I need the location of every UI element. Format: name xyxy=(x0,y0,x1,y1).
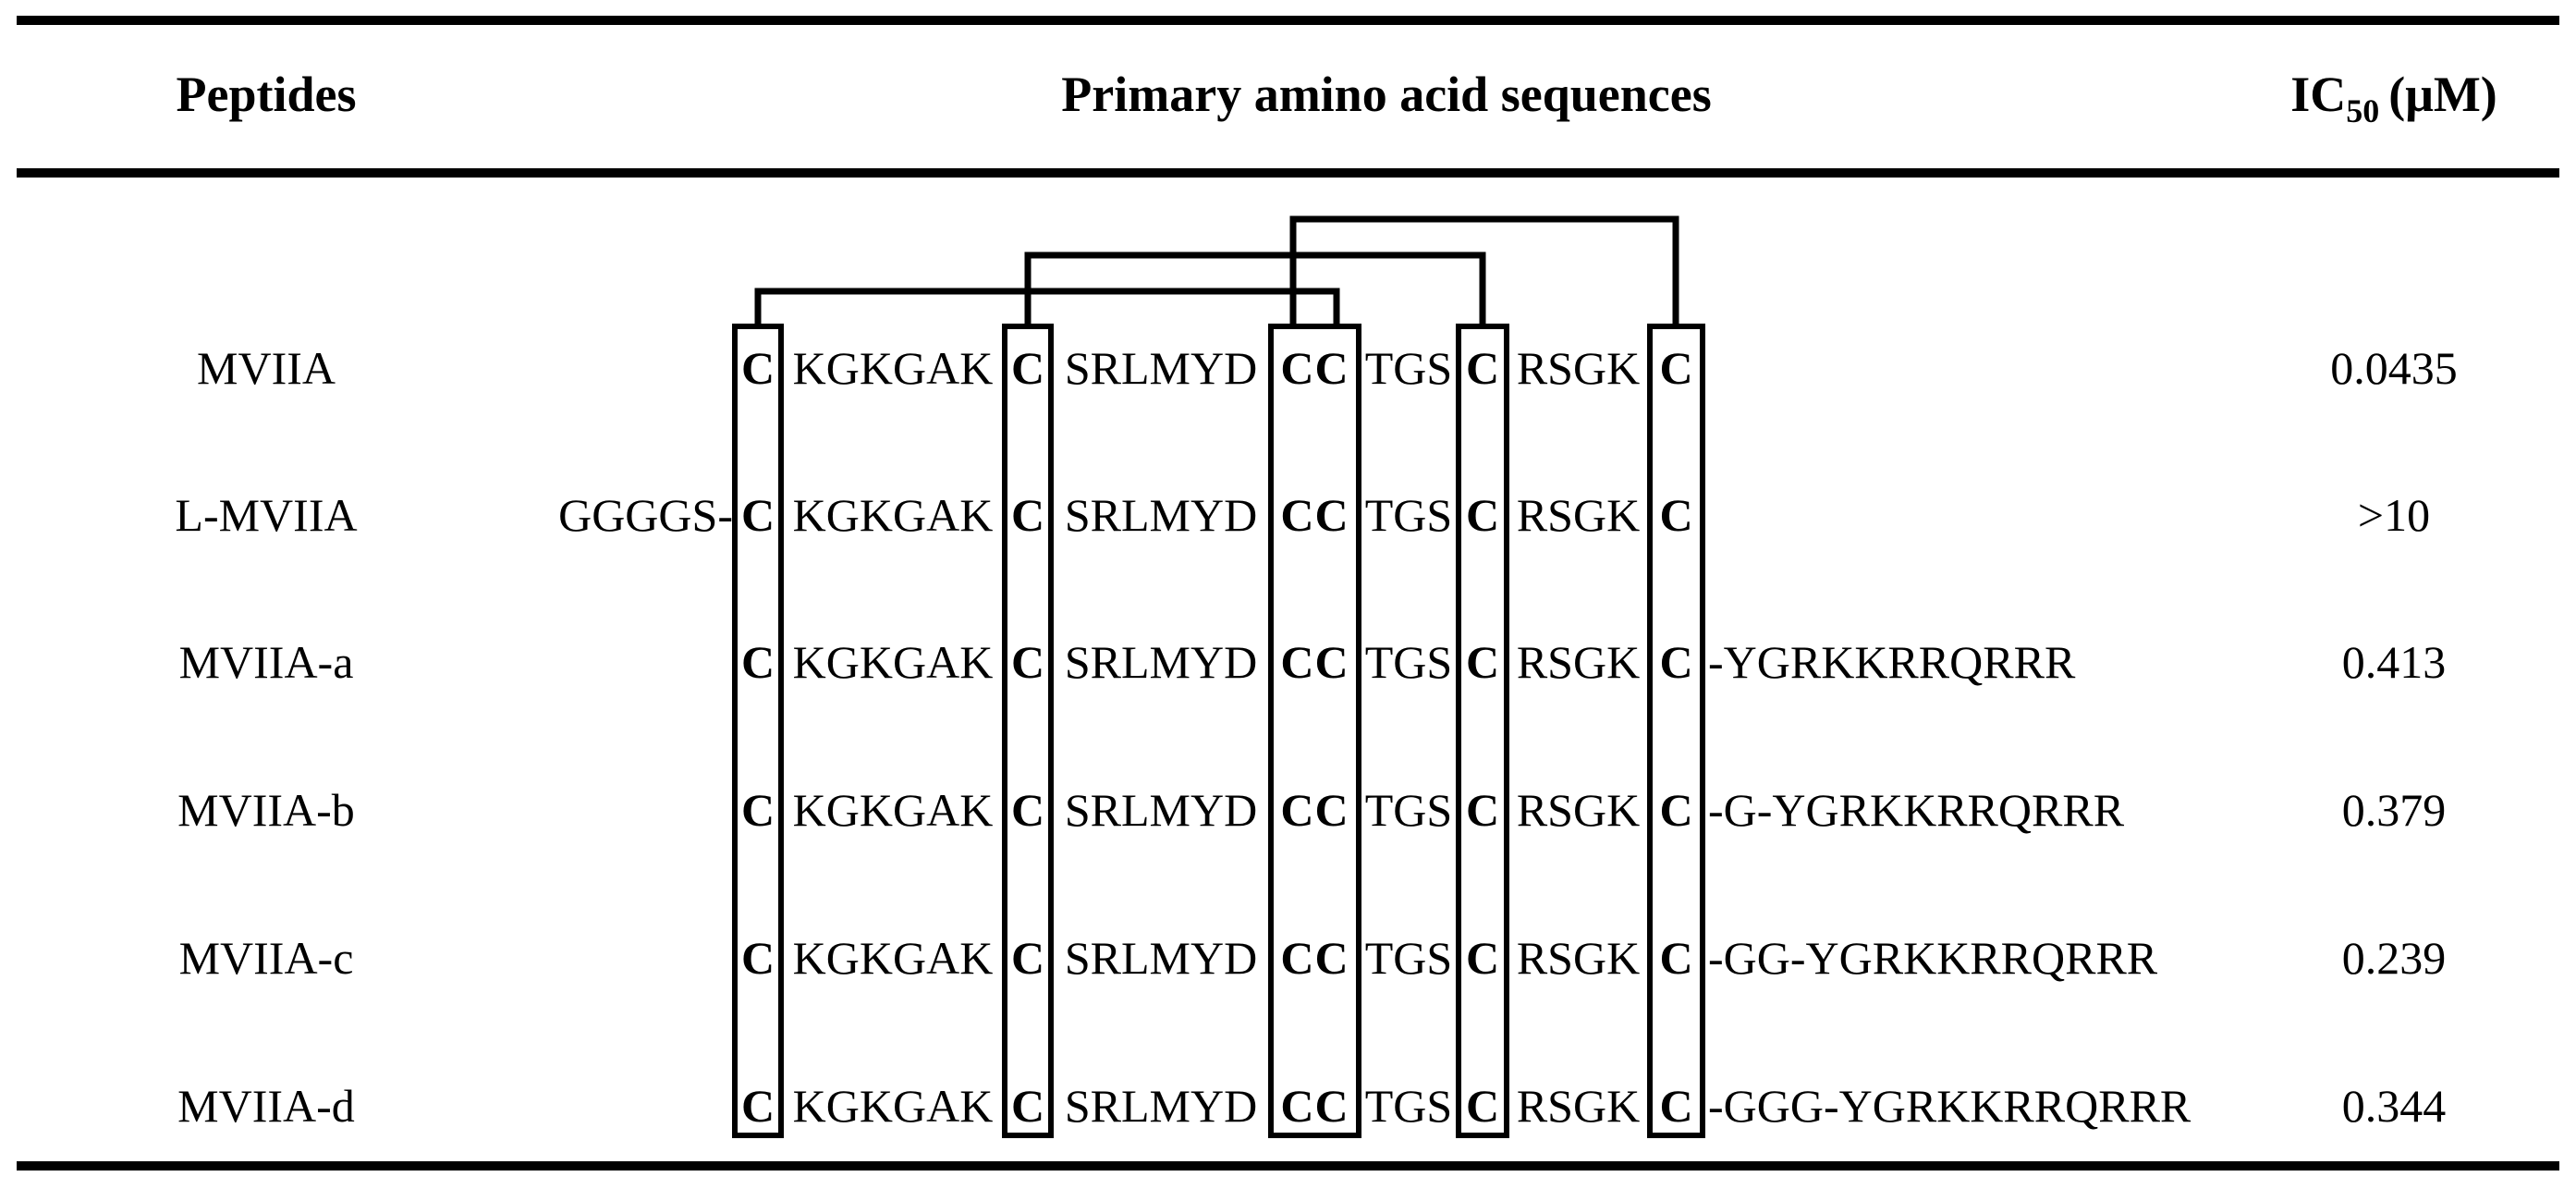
cysteine-residue: C xyxy=(740,636,775,688)
cysteine-residue: C xyxy=(740,342,775,394)
cysteine-residue: C xyxy=(1465,932,1500,984)
cysteine-box-1 xyxy=(732,324,784,1138)
table-row: L-MVIIA GGGGS- C KGKGAK C SRLMYD CC TGS … xyxy=(0,483,2576,547)
table-row: MVIIA-d C KGKGAK C SRLMYD CC TGS C RSGK … xyxy=(0,1073,2576,1138)
sequence-segment: SRLMYD xyxy=(1064,1080,1258,1132)
sequence-segment: KGKGAK xyxy=(792,489,994,541)
ic50-label-unit: (μM) xyxy=(2388,67,2497,122)
cysteine-residue: C xyxy=(740,784,775,836)
table-top-rule xyxy=(17,16,2559,25)
sequence-segment: RSGK xyxy=(1516,1080,1641,1132)
table-row: MVIIA-a C KGKGAK C SRLMYD CC TGS C RSGK … xyxy=(0,630,2576,694)
peptide-name: MVIIA-d xyxy=(177,1080,355,1132)
sequence-segment: TGS xyxy=(1364,636,1453,688)
sequence-suffix: -GGG-YGRKKRRQRRR xyxy=(1708,1080,2191,1132)
sequence-segment: TGS xyxy=(1364,489,1453,541)
sequence-segment: KGKGAK xyxy=(792,1080,994,1132)
disulfide-bond-c8-c20-line xyxy=(1024,251,1486,326)
cysteine-residue: C xyxy=(1465,784,1500,836)
sequence-segment: RSGK xyxy=(1516,489,1641,541)
table-header-rule xyxy=(17,168,2559,178)
ic50-value: 0.344 xyxy=(2341,1080,2447,1132)
table-bottom-rule xyxy=(17,1161,2559,1171)
cysteine-residue: CC xyxy=(1280,342,1349,394)
ic50-label-subscript: 50 xyxy=(2346,92,2380,129)
cysteine-residue: C xyxy=(1010,1080,1045,1132)
cysteine-residue: C xyxy=(740,489,775,541)
column-header-peptides: Peptides xyxy=(176,67,357,122)
ic50-value: 0.379 xyxy=(2341,784,2447,836)
sequence-segment: RSGK xyxy=(1516,342,1641,394)
cysteine-residue: C xyxy=(1010,342,1045,394)
table-row: MVIIA-c C KGKGAK C SRLMYD CC TGS C RSGK … xyxy=(0,925,2576,990)
peptide-name: MVIIA xyxy=(197,342,336,394)
cysteine-residue: C xyxy=(1465,342,1500,394)
sequence-segment: KGKGAK xyxy=(792,636,994,688)
cysteine-residue: CC xyxy=(1280,636,1349,688)
cysteine-residue: C xyxy=(740,932,775,984)
sequence-suffix: -YGRKKRRQRRR xyxy=(1708,636,2076,688)
sequence-segment: SRLMYD xyxy=(1064,342,1258,394)
cysteine-residue: CC xyxy=(1280,932,1349,984)
sequence-prefix: GGGGS- xyxy=(558,489,733,541)
peptide-name: MVIIA-a xyxy=(178,636,354,688)
disulfide-bond-c1-c16-line xyxy=(754,288,1340,326)
cysteine-residue: C xyxy=(1010,489,1045,541)
cysteine-residue: C xyxy=(1010,784,1045,836)
cysteine-residue: C xyxy=(1010,636,1045,688)
cysteine-residue: C xyxy=(1659,342,1693,394)
peptide-name: MVIIA-b xyxy=(177,784,355,836)
column-header-ic50: IC50(μM) xyxy=(2209,65,2576,128)
sequence-segment: SRLMYD xyxy=(1064,489,1258,541)
peptide-name: L-MVIIA xyxy=(175,489,358,541)
cysteine-residue: C xyxy=(1465,636,1500,688)
table-row: MVIIA C KGKGAK C SRLMYD CC TGS C RSGK C … xyxy=(0,336,2576,400)
sequence-suffix: -G-YGRKKRRQRRR xyxy=(1708,784,2125,836)
sequence-segment: KGKGAK xyxy=(792,784,994,836)
cysteine-residue: CC xyxy=(1280,784,1349,836)
sequence-segment: SRLMYD xyxy=(1064,784,1258,836)
cysteine-box-2 xyxy=(1002,324,1054,1138)
cysteine-residue: C xyxy=(1659,489,1693,541)
ic50-label-base: IC xyxy=(2290,67,2347,122)
cysteine-residue: C xyxy=(1010,932,1045,984)
column-header-sequences: Primary amino acid sequences xyxy=(1061,67,1712,122)
cysteine-residue: C xyxy=(1659,784,1693,836)
cysteine-box-5 xyxy=(1647,324,1705,1138)
sequence-segment: TGS xyxy=(1364,1080,1453,1132)
cysteine-residue: C xyxy=(1659,1080,1693,1132)
sequence-segment: KGKGAK xyxy=(792,932,994,984)
table-row: MVIIA-b C KGKGAK C SRLMYD CC TGS C RSGK … xyxy=(0,778,2576,842)
disulfide-bond-c15-c25-line xyxy=(1289,215,1679,326)
peptide-name: MVIIA-c xyxy=(178,932,354,984)
cysteine-residue: C xyxy=(1465,489,1500,541)
cysteine-box-4 xyxy=(1456,324,1509,1138)
sequence-segment: SRLMYD xyxy=(1064,636,1258,688)
ic50-value: >10 xyxy=(2357,489,2431,541)
sequence-segment: SRLMYD xyxy=(1064,932,1258,984)
ic50-value: 0.0435 xyxy=(2330,342,2458,394)
sequence-segment: TGS xyxy=(1364,932,1453,984)
sequence-segment: KGKGAK xyxy=(792,342,994,394)
sequence-suffix: -GG-YGRKKRRQRRR xyxy=(1708,932,2158,984)
cysteine-residue: C xyxy=(740,1080,775,1132)
cysteine-residue: C xyxy=(1659,932,1693,984)
ic50-value: 0.413 xyxy=(2341,636,2447,688)
ic50-value: 0.239 xyxy=(2341,932,2447,984)
sequence-segment: RSGK xyxy=(1516,784,1641,836)
sequence-segment: TGS xyxy=(1364,342,1453,394)
cysteine-residue: C xyxy=(1465,1080,1500,1132)
cysteine-residue: CC xyxy=(1280,489,1349,541)
cysteine-residue: C xyxy=(1659,636,1693,688)
cysteine-residue: CC xyxy=(1280,1080,1349,1132)
sequence-segment: RSGK xyxy=(1516,932,1641,984)
sequence-segment: RSGK xyxy=(1516,636,1641,688)
sequence-segment: TGS xyxy=(1364,784,1453,836)
cysteine-box-3-cc xyxy=(1268,324,1361,1138)
